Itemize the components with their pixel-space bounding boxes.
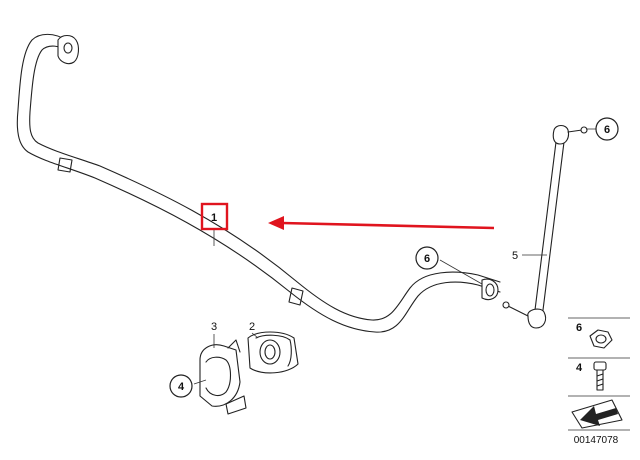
legend-label-6: 6 bbox=[576, 322, 582, 334]
highlight-annotation bbox=[200, 202, 495, 231]
reference-arrow-icon bbox=[571, 399, 623, 429]
part-callout-6-upper: 6 bbox=[595, 117, 619, 141]
highlight-arrow-head bbox=[268, 216, 284, 230]
part-label-5: 5 bbox=[512, 250, 518, 262]
nut-icon bbox=[589, 329, 613, 349]
part-label-2: 2 bbox=[249, 321, 255, 333]
bracket bbox=[199, 339, 247, 415]
highlight-arrow-shaft bbox=[281, 221, 495, 230]
reference-number: 00147078 bbox=[574, 435, 619, 446]
part-label-6-upper: 6 bbox=[604, 124, 610, 136]
highlight-box bbox=[200, 202, 229, 231]
legend-label-4: 4 bbox=[576, 362, 583, 374]
link-rod bbox=[502, 124, 588, 329]
leader-lines bbox=[193, 128, 597, 385]
legend-panel bbox=[568, 317, 630, 431]
part-label-3: 3 bbox=[211, 321, 217, 333]
part-label-1: 1 bbox=[211, 212, 217, 224]
stabilizer-bar bbox=[16, 33, 501, 333]
part-callout-6-lower: 6 bbox=[415, 246, 439, 270]
part-label-6-lower: 6 bbox=[424, 253, 430, 265]
bolt-icon bbox=[593, 361, 607, 391]
part-callout-4: 4 bbox=[169, 374, 193, 398]
part-label-4: 4 bbox=[178, 381, 185, 393]
bushing bbox=[247, 331, 299, 374]
